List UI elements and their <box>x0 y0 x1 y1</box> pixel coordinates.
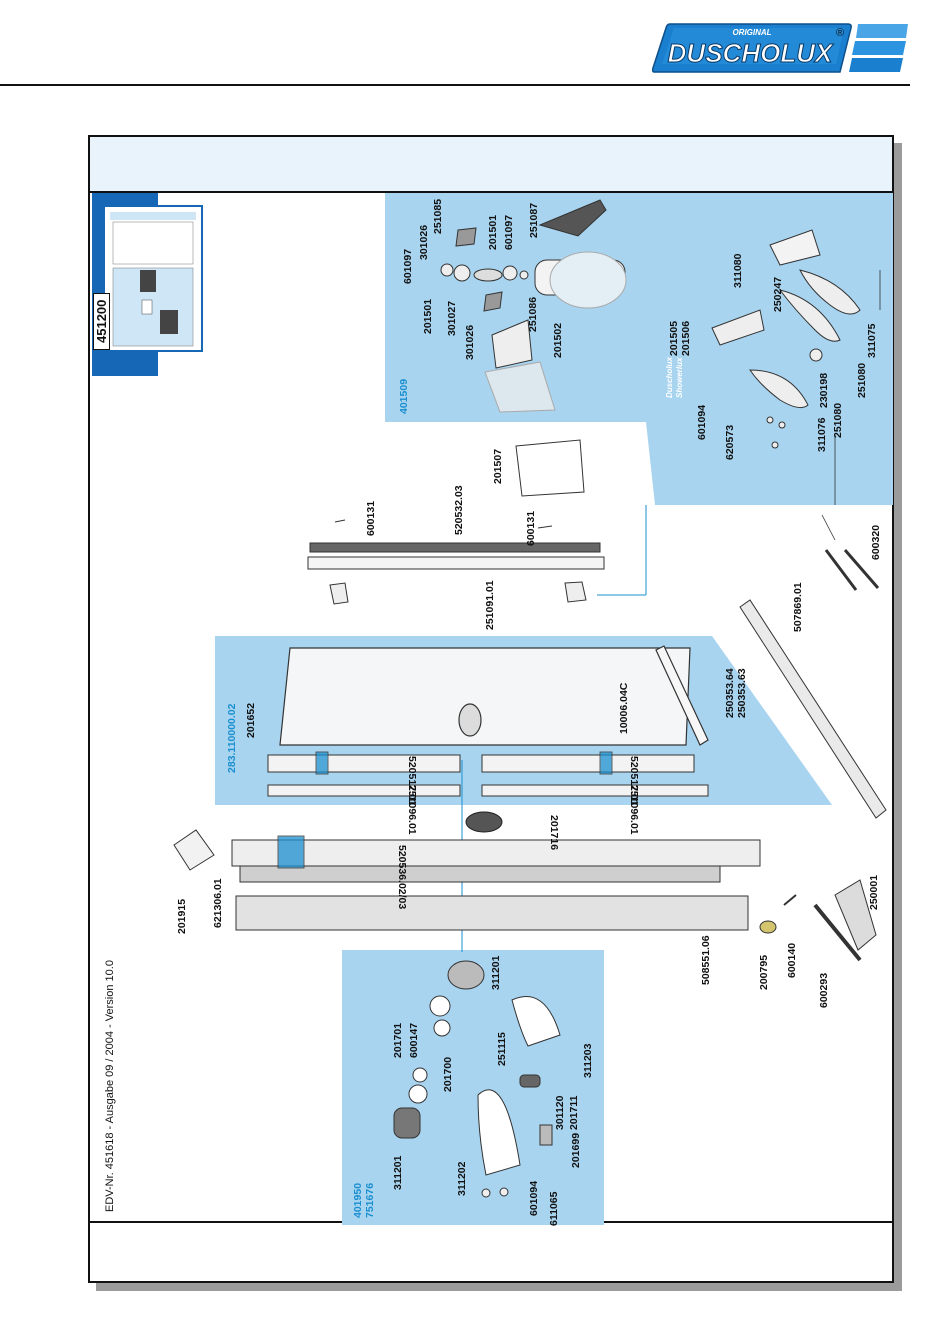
part-label: 251080 <box>832 402 844 438</box>
part-label: 611065 <box>548 1191 560 1226</box>
header-rule <box>0 84 910 86</box>
part-label: 251096.01 <box>628 785 640 835</box>
part-label: 301120 <box>554 1095 566 1130</box>
rod-507869 <box>739 599 887 819</box>
part-label: 201915 <box>176 898 188 934</box>
thumbnail-badge: 451200 <box>93 292 110 350</box>
part-label: 201701 <box>392 1022 404 1058</box>
part-label: 311203 <box>582 1043 594 1078</box>
wall-profile-group <box>173 829 877 962</box>
part-label: 600140 <box>786 942 798 978</box>
part-label: 251091.01 <box>484 580 496 630</box>
part-label: 301026 <box>464 324 476 360</box>
part-label: 201501 <box>487 214 499 250</box>
brand-mark-duscholux: Duscholux <box>665 357 674 398</box>
part-label: 251086 <box>527 296 539 332</box>
logo-brand-name: DUSCHOLUX <box>668 38 834 68</box>
part-label: 201699 <box>570 1132 582 1168</box>
hinge-group-bottom <box>393 960 561 1198</box>
part-label: 600131 <box>525 510 537 546</box>
rail-parts <box>307 439 605 605</box>
part-label: 201652 <box>245 702 257 738</box>
part-label: 10006.04C <box>618 682 630 734</box>
part-label: 600147 <box>408 1022 420 1058</box>
footer-document-note: EDV-Nr. 451618 - Ausgabe 09 / 2004 - Ver… <box>104 960 116 1212</box>
part-label: 201506 <box>680 320 692 356</box>
part-label: 250247 <box>772 276 784 312</box>
part-label: 251085 <box>432 198 444 234</box>
part-label: 251115 <box>496 1032 508 1066</box>
part-label: 520536.02/03 <box>396 845 408 910</box>
part-label: 251087 <box>528 202 540 238</box>
fittings-group-top <box>440 199 861 449</box>
part-label: 250001 <box>868 874 880 910</box>
part-label: 251080 <box>856 362 868 398</box>
catalogue-thumbnail-icon <box>92 193 203 376</box>
part-label: 301027 <box>446 300 458 336</box>
part-label: 201507 <box>492 448 504 484</box>
part-label: 621306.01 <box>212 878 224 928</box>
part-label: 311075 <box>866 323 878 358</box>
part-label: 230198 <box>818 372 830 408</box>
part-label: 311201 <box>490 955 502 990</box>
duscholux-logo: ORIGINAL DUSCHOLUX ® <box>652 23 908 73</box>
part-label: 601097 <box>402 248 414 284</box>
part-label: 601097 <box>503 214 515 250</box>
part-label: 600293 <box>818 972 830 1008</box>
part-label: 301026 <box>418 224 430 260</box>
part-label: 250353.63 <box>736 668 748 718</box>
part-label: 600320 <box>870 524 882 560</box>
seal-profiles <box>267 751 709 797</box>
frame-title-band <box>90 137 892 193</box>
part-label: 600131 <box>365 500 377 536</box>
panel-code-bottom-2: 751676 <box>364 1182 376 1218</box>
panel-hinge-bottom <box>342 950 604 1225</box>
part-label: 601094 <box>528 1180 540 1216</box>
part-label: 620573 <box>724 424 736 460</box>
part-label: 201501 <box>422 298 434 334</box>
part-label: 311201 <box>392 1155 404 1190</box>
part-label: 508551.06 <box>700 935 712 985</box>
part-label: 311080 <box>732 253 744 288</box>
part-label: 520532.03 <box>453 485 465 535</box>
part-label: 201502 <box>552 322 564 358</box>
pad-201716-icon <box>465 811 503 833</box>
part-label: 201700 <box>442 1056 454 1092</box>
part-label: 201711 <box>568 1095 580 1130</box>
part-label: 200795 <box>758 954 770 990</box>
logo-registered-mark: ® <box>836 27 844 39</box>
logo-original-text: ORIGINAL <box>732 28 771 37</box>
panel-code-bottom-1: 401950 <box>352 1182 364 1218</box>
part-label: 311076 <box>816 417 828 452</box>
glass-door-panel <box>279 645 709 746</box>
panel-code-top: 401509 <box>398 378 410 414</box>
panel-code-middle: 283.110000.02 <box>226 703 238 774</box>
part-label: 251096.01 <box>406 785 418 835</box>
part-label: 201505 <box>668 320 680 356</box>
part-label: 601094 <box>696 404 708 440</box>
part-label: 201716 <box>548 815 560 851</box>
part-label: 507869.01 <box>792 582 804 632</box>
part-label: 311202 <box>456 1161 468 1196</box>
screw-600320-icon <box>824 549 880 591</box>
logo-stripes-icon <box>849 24 908 72</box>
part-label: 250353.64 <box>724 668 736 718</box>
brand-mark-showerlux: Showerlux <box>675 357 684 398</box>
